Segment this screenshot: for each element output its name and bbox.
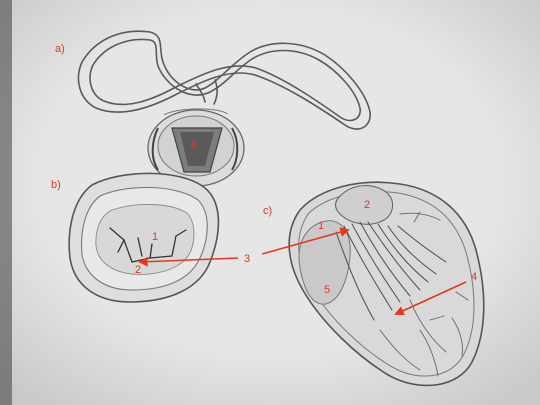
- panel-label-c: c): [263, 205, 272, 217]
- label-2-chamber: 2: [135, 264, 141, 276]
- label-2-heart: 2: [364, 199, 370, 211]
- panel-label-b: b): [51, 179, 61, 191]
- label-3: 3: [244, 253, 250, 265]
- label-5: 5: [324, 284, 330, 296]
- label-1-chamber: 1: [152, 231, 158, 243]
- label-1-heart: 1: [318, 220, 324, 232]
- label-4: 4: [471, 271, 477, 283]
- paper-left-edge: [0, 0, 12, 405]
- panel-label-a: a): [55, 43, 65, 55]
- label-6: 6: [191, 139, 197, 151]
- chamber-cross-section: [69, 173, 218, 302]
